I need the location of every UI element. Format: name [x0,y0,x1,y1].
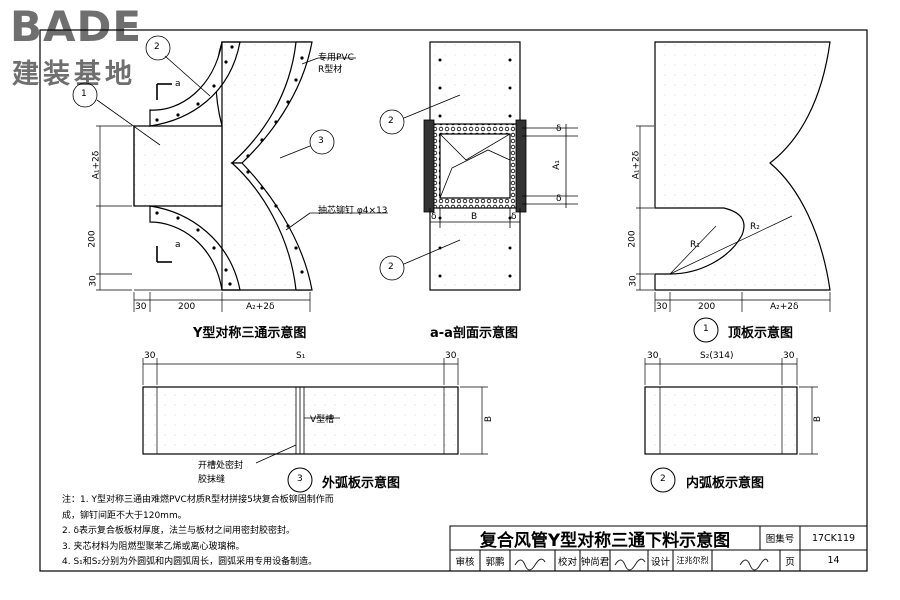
sec-dim-delta-right: δ [511,212,517,222]
top-plate-dims [636,125,831,312]
radius-r2: R₂ [750,222,760,232]
section-leaders [379,94,578,281]
designer-name: 汪兆尔烈 [676,556,709,565]
sec-dim-a1: A₁ [551,160,562,170]
title-block-lines [449,525,868,572]
inner-dim-30a: 30 [647,351,659,361]
caption-top-num: 1 [703,324,709,334]
v-groove-label: V型槽 [310,415,335,425]
caption-top-plate: 顶板示意图 [728,326,794,341]
pvc-label-line1: 专用PVC [318,53,354,63]
radius-r1: R₁ [690,240,700,250]
dim-a2: A₂+2δ [246,302,275,312]
caption-section: a-a剖面示意图 [430,326,518,341]
atlas-no: 17CK119 [811,532,856,544]
outer-plate-dims [142,358,488,464]
reviewer-name: 郭鹏 [485,556,505,568]
top-dim-a2: A₂+2δ [770,302,799,312]
outer-dim-30b: 30 [445,351,457,361]
top-dim-200-v: 200 [627,230,638,248]
main-leaders [72,35,388,231]
note-line: 3. 夹芯材料为阻燃型聚苯乙烯或离心玻璃棉。 [62,541,245,552]
section-rivets [438,58,512,278]
caption-inner-num: 2 [660,474,666,484]
seal-label-line1: 开槽处密封 [198,461,244,471]
dim-30-v: 30 [88,275,99,287]
design-label: 设计 [650,556,670,568]
note-line: 2. δ表示复合板板材厚度，法兰与板材之间用密封胶密封。 [62,526,295,536]
inner-dim-30b: 30 [783,351,795,361]
note-line: 成，铆钉间距不大于120mm。 [62,510,187,521]
review-label: 审核 [455,556,475,568]
dim-30-h: 30 [135,302,147,312]
dim-a1: A₁+2δ [91,150,102,180]
section-callout-2b: 2 [388,262,394,272]
caption-outer-plate: 外弧板示意图 [322,476,401,491]
note-line: 注：1. Y型对称三通由难燃PVC材质R型材拼接5块复合板铆固制作而 [62,495,334,505]
top-dim-30-h: 30 [656,302,668,312]
drawing-title: 复合风管Y型对称三通下料示意图 [479,530,731,551]
check-label: 校对 [557,556,577,568]
top-dim-a1: A₁+2δ [631,150,642,180]
pvc-label-line2: R型材 [318,65,343,75]
callout-1: 1 [81,89,87,99]
brand-logo-text: BADE [10,2,143,51]
top-dim-200-h: 200 [698,302,716,312]
outer-dim-s1: S₁ [296,351,306,361]
callout-2: 2 [154,42,160,52]
outer-dim-b: B [484,415,495,423]
top-plate-view [654,41,831,291]
notes: 注：1. Y型对称三通由难燃PVC材质R型材拼接5块复合板铆固制作而 成，铆钉间… [62,493,334,571]
caption-circles [287,317,719,493]
atlas-no-label: 图集号 [765,534,795,545]
main-dimension-lines [96,125,311,312]
y-tee-view [133,41,313,291]
inner-dim-b: B [813,415,824,423]
section-mark-a-top: a [175,79,181,89]
section-markers [156,83,172,263]
sec-dim-b: B [471,212,478,222]
outer-dim-30a: 30 [144,351,156,361]
inner-arc-plate [644,386,798,455]
section-view [423,41,527,291]
rivet-dots [155,45,304,286]
dim-200-v: 200 [87,230,98,248]
brand-logo-subtitle: 建装基地 [12,59,136,90]
seal-label-line2: 胶抹缝 [198,475,226,485]
callout-3: 3 [318,136,324,146]
page-number: 14 [827,555,840,566]
caption-outer-num: 3 [297,474,303,484]
inner-plate-dims [644,358,818,455]
checker-name: 钟尚君 [580,556,610,568]
signatures [514,558,769,571]
dim-200-h: 200 [178,302,196,312]
top-dim-30-v: 30 [628,275,639,287]
caption-inner-plate: 内弧板示意图 [686,476,765,491]
note-line: 4. S₁和S₂分别为外圆弧和内圆弧周长，圆弧采用专用设备制造。 [62,557,318,567]
rivet-label: 抽芯铆钉 φ4×13 [318,206,388,216]
inner-dim-s2: S₂(314) [700,351,734,361]
sec-dim-delta-left: δ [431,212,437,222]
sec-dim-delta-bottom: δ [556,194,562,204]
section-mark-a-bottom: a [175,240,181,250]
outer-arc-plate [142,386,459,455]
section-callout-2a: 2 [388,116,394,126]
caption-y-tee: Y型对称三通示意图 [193,326,307,341]
page-label: 页 [785,556,795,568]
sec-dim-delta-top: δ [556,124,562,134]
